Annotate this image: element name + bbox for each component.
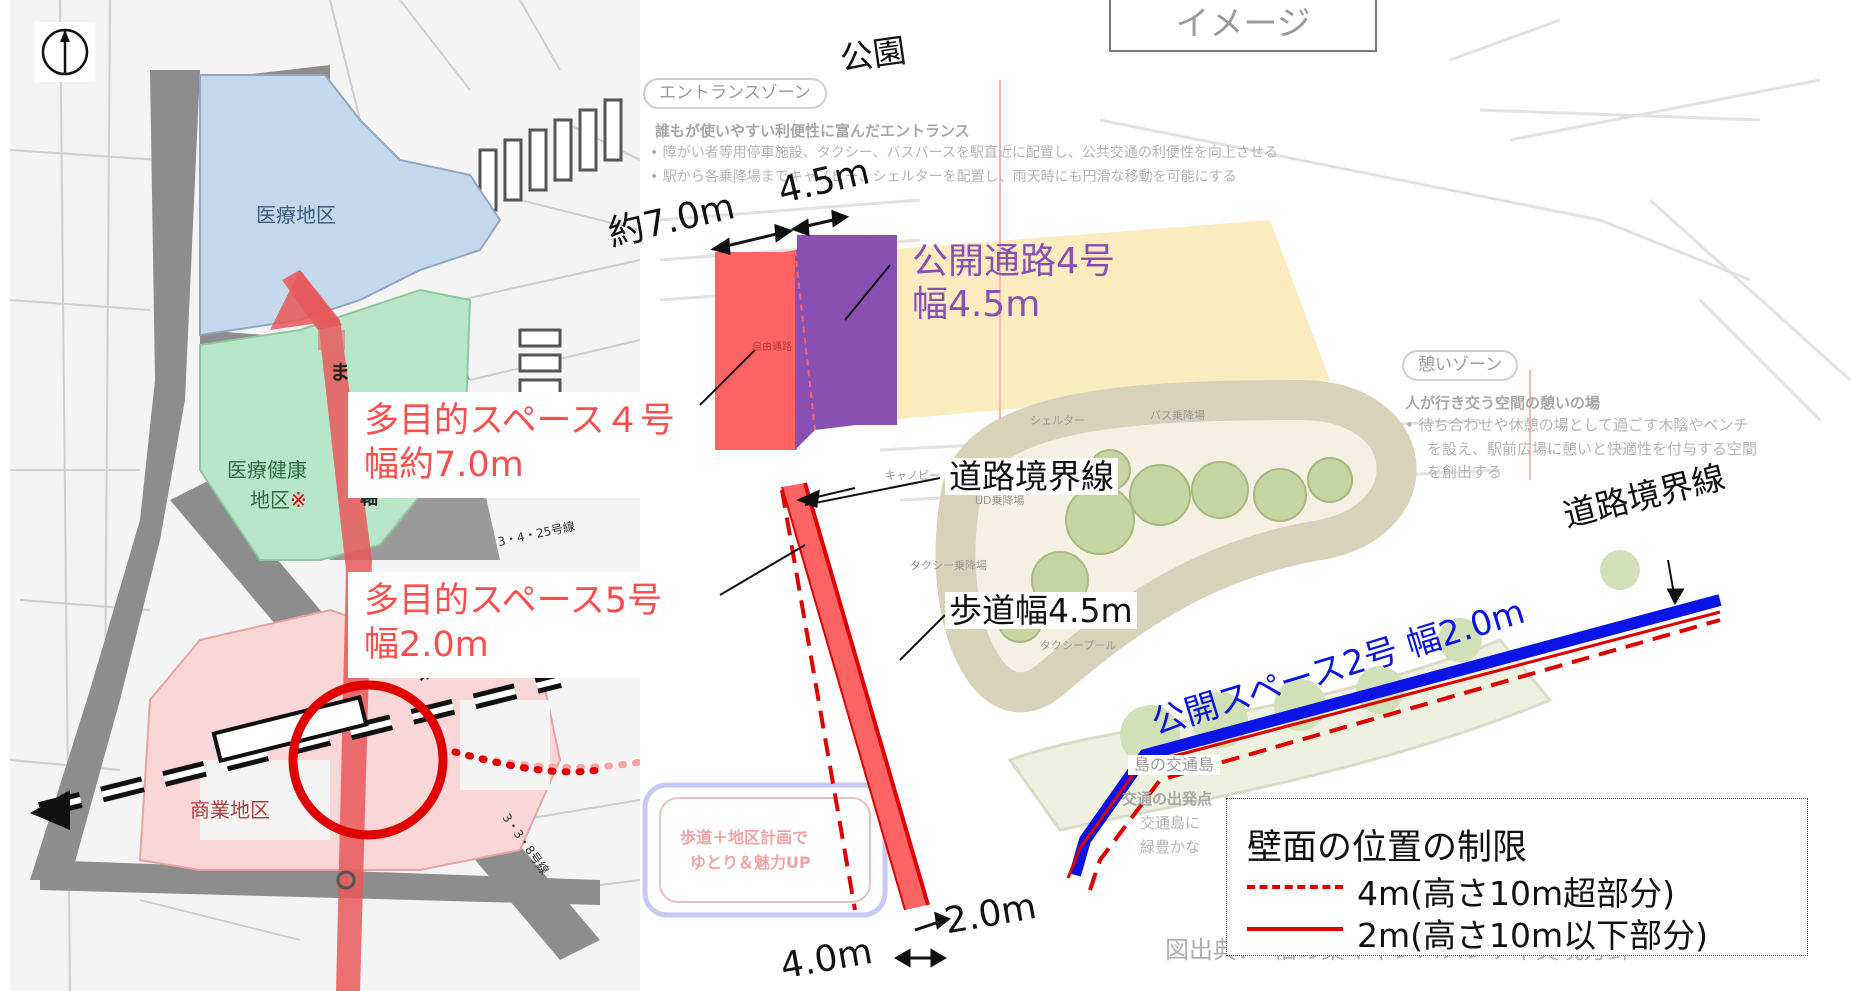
parking-blocks: [478, 98, 623, 398]
wall-limit-2m-line-left: [803, 482, 930, 906]
multipurpose-space-4-title: 多目的スペース４号: [364, 401, 675, 441]
traffic-island-badge: 島の交通島: [1128, 755, 1221, 775]
wall-limit-legend: 壁面の位置の制限 4m(高さ10m超部分) 2m(高さ10m以下部分): [1226, 798, 1808, 956]
sketch-bus-stop-label: バス乗降場: [1150, 409, 1205, 422]
wall-limit-4m-line-left: [780, 489, 857, 911]
sidewalk-width-label: 歩道幅4.5m: [945, 592, 1137, 629]
sketch-taxi-pool-label: タクシープール: [1040, 639, 1117, 652]
dotted-connector: [451, 748, 604, 776]
entrance-bullet-1-text: 障がい者等用停車施設、タクシー、バスバースを駅直近に配置し、公共交通の利便性を向…: [662, 145, 1278, 161]
traffic-line-2: 交通島に: [1140, 814, 1201, 832]
medical-health-district-text: 地区: [250, 488, 290, 512]
rest-heading: 人が行き交う空間の憩いの場: [1405, 394, 1601, 412]
railway-line-inner: [39, 677, 561, 813]
promo-line-1: 歩道＋地区計画で: [680, 828, 809, 847]
rest-bullet-1: • 待ち合わせや休憩の場として過ごす木陰やベンチ: [1405, 416, 1749, 434]
legend-row-2m: 2m(高さ10m以下部分): [1357, 916, 1709, 955]
north-arrowhead: [60, 30, 70, 42]
rest-bullet-2: を設え、駅前広場に憩いと快適性を付与する空間: [1427, 440, 1758, 458]
sketch-shelter-label: シェルター: [1030, 414, 1085, 427]
medical-health-district-label-2: 地区※: [250, 490, 307, 510]
entrance-heading: 誰もが使いやすい利便性に富んだエントランス: [655, 122, 970, 140]
commercial-cutout: [460, 700, 550, 790]
park-label: 公園: [837, 30, 909, 79]
building-area-sketch: [880, 220, 1330, 420]
multipurpose-space-5-callout: 多目的スペース5号 幅2.0m: [348, 572, 679, 678]
promo-frame-outer: [642, 782, 888, 918]
multipurpose-space-5-title: 多目的スペース5号: [364, 581, 663, 621]
promo-line-2: ゆとり＆魅力UP: [690, 853, 811, 872]
rest-bullet-1-text: 待ち合わせや休憩の場として過ごす木陰やベンチ: [1418, 416, 1749, 434]
red-axis-arrow-shaft: [318, 330, 345, 350]
multipurpose-space-5-width: 幅2.0m: [364, 624, 489, 665]
station-highlight-circle: [288, 680, 448, 840]
multipurpose-space-4-callout: 多目的スペース４号 幅約7.0m: [348, 392, 691, 498]
commercial-district-label: 商業地区: [190, 798, 270, 822]
wall-limit-2m-line-right: [1066, 610, 1721, 879]
legend-swatch-4m: [1247, 885, 1343, 889]
railway-arrowhead: [30, 790, 70, 830]
space4-path4-boundary: [794, 249, 816, 431]
multipurpose-space-5-strip: [782, 483, 928, 910]
roundabout-marker: [336, 870, 356, 890]
road-boundary-label-left: 道路境界線: [945, 458, 1118, 495]
public-path-4-title: 公開通路4号: [912, 241, 1115, 282]
traffic-line-1: 交通の出発点: [1122, 790, 1213, 808]
space5-edge: [781, 486, 906, 911]
legend-row-4m: 4m(高さ10m超部分): [1357, 874, 1676, 913]
dotted-connector-light: [451, 636, 849, 771]
multipurpose-space-4-width: 幅約7.0m: [364, 444, 524, 485]
promo-frame-inner: [659, 797, 871, 903]
legend-swatch-2m: [1247, 927, 1343, 931]
public-path-4-width: 幅4.5m: [912, 284, 1041, 326]
legend-title: 壁面の位置の制限: [1247, 828, 1528, 868]
public-path-4-callout: 公開通路4号 幅4.5m: [912, 240, 1115, 326]
multipurpose-space-4-small-label: 自由通路: [752, 342, 792, 353]
sketch-ud-stop-label: UD乗降場: [975, 494, 1025, 507]
entrance-zone-badge: エントランスゾーン: [643, 78, 827, 109]
dimension-arrows: [710, 209, 1685, 968]
axis-label-fragment-1: ま: [330, 360, 350, 384]
traffic-line-3: 緑豊かな: [1140, 838, 1201, 856]
medical-district-label: 医療地区: [256, 203, 336, 227]
image-label-tag: イメージ: [1109, 0, 1377, 52]
red-axis-arrowhead: [270, 270, 340, 330]
entrance-bullet-2: • 駅から各乗降場までキャノピー、シェルターを配置し、雨天時にも円滑な移動を可能…: [650, 169, 1237, 185]
medical-health-mark: ※: [290, 488, 307, 512]
rest-bullet-3: を創出する: [1427, 463, 1503, 481]
sketch-taxi-stop-label: タクシー乗降場: [910, 559, 987, 572]
medical-health-district-label-1: 医療健康: [227, 458, 307, 482]
entrance-bullet-1: • 障がい者等用停車施設、タクシー、バスバースを駅直近に配置し、公共交通の利便性…: [650, 145, 1278, 161]
rest-zone-badge: 憩いゾーン: [1402, 350, 1519, 381]
wall-limit-4m-line-right: [1088, 618, 1721, 891]
sketch-canopy-label: キャノピー: [885, 469, 940, 482]
entrance-bullet-2-text: 駅から各乗降場までキャノピー、シェルターを配置し、雨天時にも円滑な移動を可能にす…: [662, 169, 1237, 185]
